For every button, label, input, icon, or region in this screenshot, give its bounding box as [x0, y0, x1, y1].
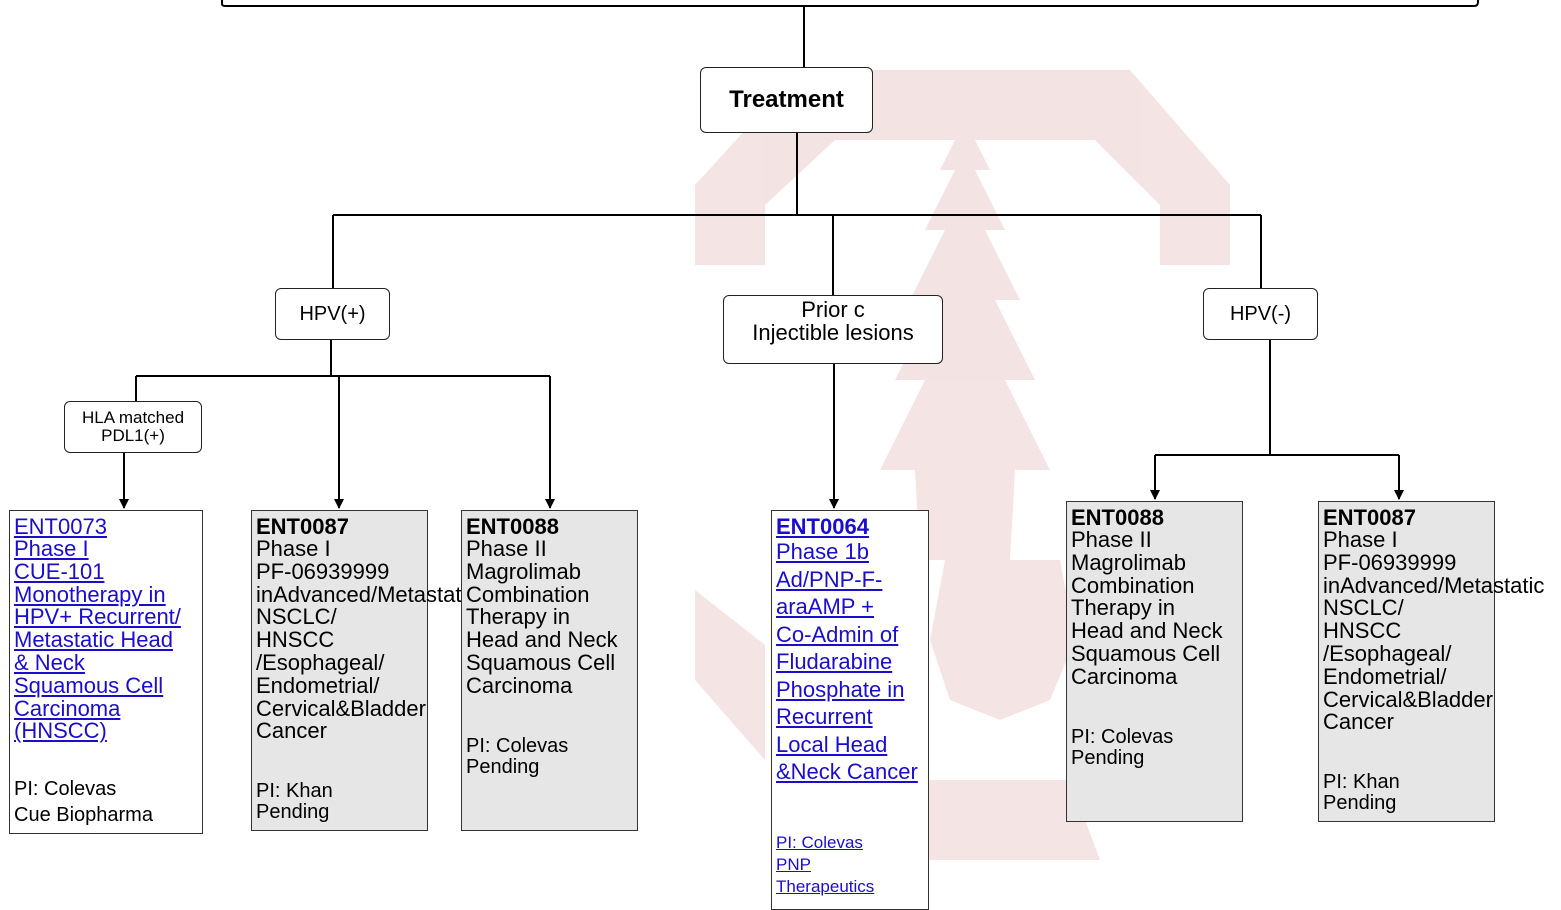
trial-pi[interactable]: PI: Colevas — [776, 832, 863, 852]
trial-line[interactable]: Fludarabine — [776, 649, 893, 674]
trial-line[interactable]: Local Head — [776, 731, 888, 757]
prior-injectible-node: Prior c Injectible lesions — [723, 295, 943, 364]
hpv-positive-node: HPV(+) — [275, 288, 390, 340]
trial-line: Magrolimab — [466, 558, 581, 584]
trial-line: Cancer — [256, 718, 327, 744]
trial-code: ENT0087 — [1323, 505, 1416, 530]
trial-line[interactable]: Metastatic Head — [14, 627, 173, 653]
trial-pi: PI: Colevas — [14, 778, 117, 801]
trial-line: inAdvanced/Metastatic — [256, 581, 478, 607]
trial-line[interactable]: (HNSCC) — [14, 718, 107, 744]
trial-line: /Esophageal/ — [256, 649, 385, 675]
trial-line[interactable]: &Neck Cancer — [776, 759, 918, 784]
trial-line: Cancer — [1323, 709, 1394, 735]
trial-line: inAdvanced/Metastatic — [1323, 572, 1545, 598]
prior-label-line1: Prior c — [801, 297, 865, 322]
trial-card-ent0087-left: ENT0087 Phase I PF-06939999 inAdvanced/M… — [251, 510, 478, 831]
trial-line: Carcinoma — [1071, 663, 1178, 689]
trial-card-ent0088-right: ENT0088 Phase II Magrolimab Combination … — [1066, 501, 1243, 822]
trial-card-ent0064[interactable]: ENT0064 Phase 1b Ad/PNP-F- araAMP + Co-A… — [771, 510, 929, 910]
trial-status: Pending — [1323, 792, 1397, 815]
trial-code[interactable]: ENT0064 — [776, 514, 869, 539]
trial-line: Therapy in — [466, 604, 570, 630]
trial-line: Endometrial/ — [256, 672, 380, 698]
trial-line[interactable]: Phase 1b — [776, 539, 869, 564]
trial-line: Endometrial/ — [1323, 663, 1447, 689]
trial-line: /Esophageal/ — [1323, 640, 1452, 666]
trial-line: Squamous Cell — [1071, 640, 1221, 666]
hpv-negative-label: HPV(-) — [1229, 302, 1292, 325]
trial-status: Pending — [256, 801, 330, 824]
trial-line: Cervical&Bladder — [256, 695, 426, 721]
header-box-edge — [221, 0, 1479, 7]
trial-line[interactable]: Co-Admin of — [776, 621, 899, 647]
trial-line: Therapy in — [1071, 595, 1175, 621]
treatment-label: Treatment — [729, 86, 844, 114]
prior-label-line2: Injectible lesions — [752, 320, 914, 346]
trial-pi: PI: Khan — [1323, 771, 1400, 794]
trial-code[interactable]: ENT0073 — [14, 514, 107, 539]
trial-pi: PI: Colevas — [466, 734, 569, 757]
trial-line: NSCLC/ — [1323, 595, 1404, 621]
treatment-node: Treatment — [700, 67, 873, 133]
trial-line: Squamous Cell — [466, 649, 616, 675]
trial-code: ENT0088 — [1071, 505, 1164, 530]
trial-line: Phase II — [466, 536, 547, 561]
trial-line: Magrolimab — [1071, 549, 1186, 575]
hpv-negative-node: HPV(-) — [1203, 288, 1318, 340]
trial-line[interactable]: Phosphate in — [776, 676, 905, 702]
hla-label-line2: PDL1(+) — [101, 426, 165, 445]
trial-line: Head and Neck — [1071, 618, 1223, 644]
trial-status: Pending — [466, 755, 540, 778]
trial-line: HNSCC — [256, 627, 335, 653]
trial-line[interactable]: Ad/PNP-F- — [776, 566, 883, 592]
trial-card-ent0088-left: ENT0088 Phase II Magrolimab Combination … — [461, 510, 638, 831]
trial-line[interactable]: & Neck — [14, 649, 85, 675]
trial-line: Phase I — [256, 536, 331, 561]
trial-sponsor: Cue Biopharma — [14, 804, 153, 827]
trial-line: Cervical&Bladder — [1323, 686, 1493, 712]
hla-matched-node: HLA matched PDL1(+) — [64, 401, 202, 453]
trial-line[interactable]: CUE-101 — [14, 558, 105, 584]
hla-label-line1: HLA matched — [81, 408, 185, 428]
trial-code: ENT0088 — [466, 514, 559, 539]
trial-line: Head and Neck — [466, 627, 618, 653]
trial-line[interactable]: Squamous Cell — [14, 672, 164, 698]
trial-line: PF-06939999 — [1323, 549, 1457, 575]
trial-line: Combination — [466, 581, 590, 607]
trial-line: HNSCC — [1323, 618, 1402, 644]
trial-line: Combination — [1071, 572, 1195, 598]
trial-line[interactable]: HPV+ Recurrent/ — [14, 604, 181, 630]
trial-sponsor-line2[interactable]: Therapeutics — [776, 876, 875, 896]
trial-line[interactable]: araAMP + — [776, 594, 875, 619]
trial-card-ent0087-right: ENT0087 Phase I PF-06939999 inAdvanced/M… — [1318, 501, 1545, 822]
trial-status: Pending — [1071, 746, 1145, 769]
trial-line: Carcinoma — [466, 672, 573, 698]
hpv-positive-label: HPV(+) — [299, 302, 366, 325]
trial-line[interactable]: Monotherapy in — [14, 581, 166, 607]
trial-pi: PI: Khan — [256, 780, 333, 803]
trial-line: Phase II — [1071, 527, 1152, 552]
trial-line[interactable]: Recurrent — [776, 704, 873, 729]
trial-line: Phase I — [1323, 527, 1398, 552]
trial-card-ent0073[interactable]: ENT0073 Phase I CUE-101 Monotherapy in H… — [9, 510, 203, 834]
trial-sponsor-line1[interactable]: PNP — [776, 854, 811, 874]
trial-code: ENT0087 — [256, 514, 349, 539]
trial-pi: PI: Colevas — [1071, 725, 1174, 748]
trial-line[interactable]: Carcinoma — [14, 695, 121, 721]
trial-line[interactable]: Phase I — [14, 536, 89, 561]
trial-line: NSCLC/ — [256, 604, 337, 630]
trial-line: PF-06939999 — [256, 558, 390, 584]
